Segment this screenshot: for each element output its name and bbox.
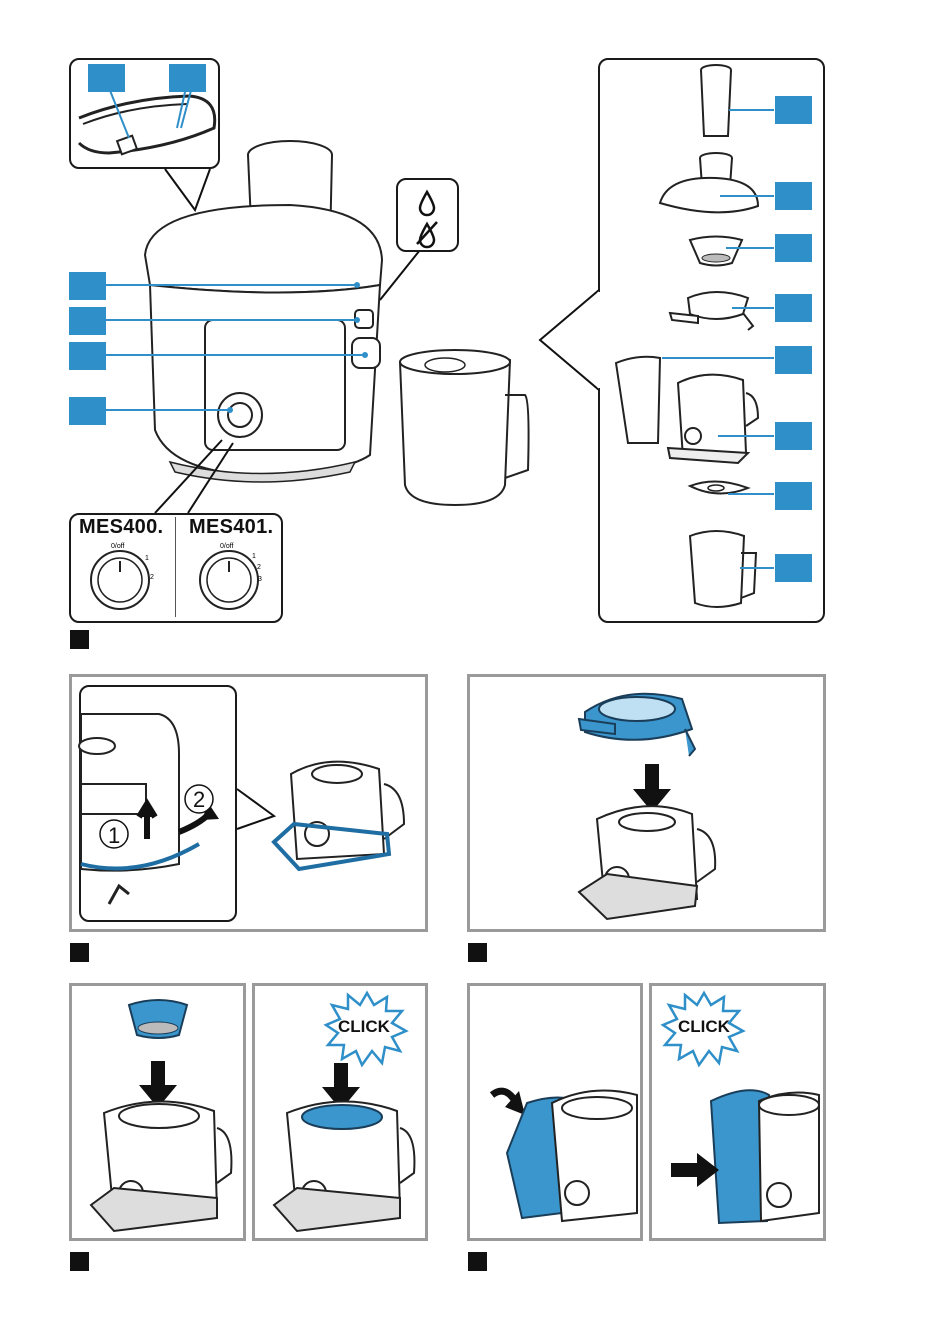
callout-lid-part [775, 182, 812, 210]
click-label-figure-4: CLICK [338, 1017, 390, 1037]
callout-filter [775, 234, 812, 262]
figure-4a-art [69, 983, 246, 1241]
click-label-figure-5: CLICK [678, 1017, 730, 1037]
callout-pulp-ring [775, 294, 812, 322]
figure-marker-1 [70, 630, 89, 649]
callout-pulp-container [775, 346, 812, 374]
callout-pusher [775, 96, 812, 124]
callout-jug-lid [775, 482, 812, 510]
callout-base-unit [775, 422, 812, 450]
step-number-1: 1 [108, 823, 120, 849]
step-number-2: 2 [193, 787, 205, 813]
parts-art [598, 58, 825, 623]
figure-marker-4 [70, 1252, 89, 1271]
figure-marker-5 [468, 1252, 487, 1271]
figure-marker-3 [468, 943, 487, 962]
figure-5a-art [467, 983, 643, 1241]
figure-marker-2 [70, 943, 89, 962]
figure-2-art [69, 674, 428, 932]
callout-jug [775, 554, 812, 582]
figure-3-art [467, 674, 826, 932]
figure-5b-art [649, 983, 826, 1241]
